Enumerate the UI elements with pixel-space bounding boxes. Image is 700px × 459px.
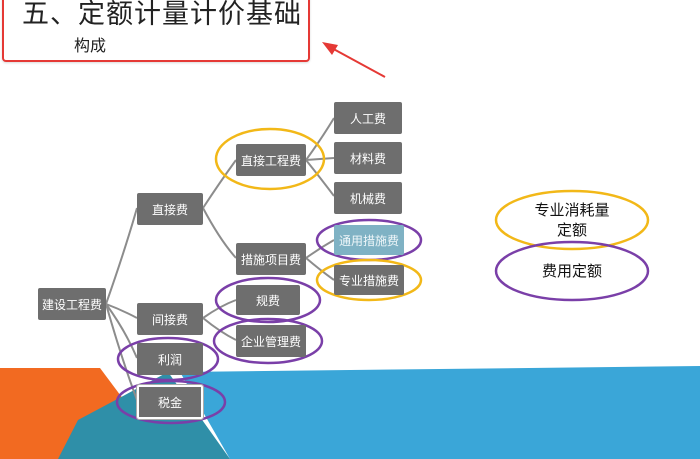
legend-yellow-label: 专业消耗量 定额 [496, 200, 648, 240]
legend-yellow-line2: 定额 [556, 221, 587, 239]
node-regulatory-fee: 规费 [236, 285, 300, 315]
node-special-measure-cost: 专业措施费 [334, 265, 404, 295]
node-enterprise-management-fee: 企业管理费 [236, 325, 306, 357]
legend-purple-label: 费用定额 [541, 262, 602, 280]
page-title: 五、定额计量计价基础 [22, 0, 302, 30]
ellipse-special-measure [315, 258, 423, 302]
ellipse-enterprise-management [212, 317, 324, 365]
pointer-arrow [322, 42, 386, 78]
title-box: 五、定额计量计价基础 构成 [2, 0, 310, 62]
node-profit: 利润 [137, 343, 203, 375]
ellipse-direct-engineering [214, 127, 326, 191]
node-measure-item-cost: 措施项目费 [236, 243, 306, 275]
node-tax: 税金 [136, 384, 204, 420]
legend-purple-ellipse [494, 240, 650, 302]
ellipse-tax [115, 379, 227, 425]
node-material-cost: 材料费 [334, 142, 402, 174]
node-indirect-cost: 间接费 [137, 303, 203, 335]
ellipse-regulatory-fee [214, 276, 322, 324]
page-subtitle: 构成 [74, 36, 107, 55]
node-labor-cost: 人工费 [334, 102, 402, 134]
node-machinery-cost: 机械费 [334, 182, 402, 214]
legend-yellow-ellipse [494, 189, 650, 251]
blue-band [180, 366, 700, 459]
tree-connectors [105, 117, 335, 401]
legend-yellow-line1: 专业消耗量 [534, 201, 610, 219]
node-direct-cost: 直接费 [137, 193, 203, 225]
node-general-measure-cost: 通用措施费 [334, 225, 404, 255]
annotation-ellipses [115, 127, 650, 425]
node-construction-cost: 建设工程费 [38, 288, 106, 320]
node-direct-engineering-cost: 直接工程费 [236, 144, 306, 176]
